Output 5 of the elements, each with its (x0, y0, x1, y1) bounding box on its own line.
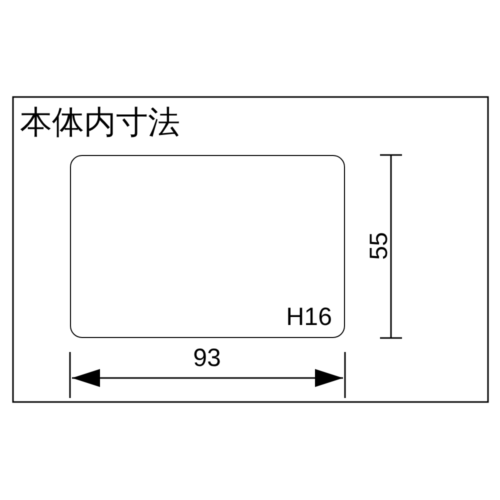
dimension-label: 93 (192, 344, 222, 372)
height-label: H16 (286, 303, 332, 331)
title: 本体内寸法 (20, 104, 180, 140)
container-box (70, 155, 345, 338)
dimension-label: 55 (365, 231, 393, 262)
